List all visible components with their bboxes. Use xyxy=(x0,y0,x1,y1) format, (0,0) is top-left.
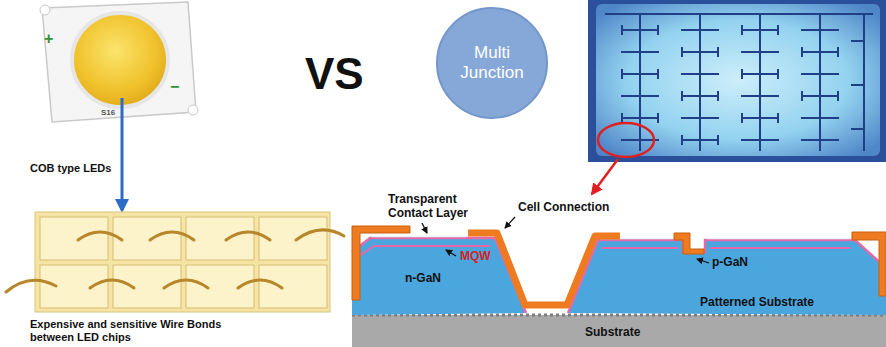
wire-bond xyxy=(6,280,56,292)
led-chip xyxy=(186,265,254,308)
junction-circle: Multi Junction xyxy=(435,6,549,120)
cell-interconnect xyxy=(468,233,620,305)
wire-bond xyxy=(164,280,208,288)
node-text-wrap: Multi Junction xyxy=(435,6,549,120)
pointer-arrow xyxy=(121,98,124,210)
electrode-line xyxy=(606,13,872,15)
layer-label: Cell Connection xyxy=(518,201,609,215)
layer-label: Patterned Substrate xyxy=(700,296,814,310)
wire-bond xyxy=(238,280,282,288)
electrode-line xyxy=(622,14,658,150)
layer-label: Substrate xyxy=(585,326,640,340)
led-chip xyxy=(40,217,108,260)
electrode-line xyxy=(802,14,838,150)
mqw-layer xyxy=(602,247,850,249)
metal-contact xyxy=(674,233,704,254)
photo-frame xyxy=(588,0,886,162)
layer-label: MQW xyxy=(460,250,491,264)
node-text: Multi Junction xyxy=(450,43,534,84)
leader-arrow xyxy=(505,217,515,228)
metal-contact xyxy=(852,232,886,296)
polarity-mark: − xyxy=(170,78,179,96)
wire-bond xyxy=(90,280,134,288)
wire-bond xyxy=(78,232,122,240)
leader-arrow xyxy=(697,259,709,263)
mounting-notch xyxy=(188,105,198,115)
leader-arrow xyxy=(446,250,456,256)
layer-label: Transparent Contact Layer xyxy=(388,192,478,220)
led-chip xyxy=(259,265,327,308)
chip-board xyxy=(35,212,330,312)
substrate-layer xyxy=(352,315,886,347)
layer-label: p-GaN xyxy=(712,256,748,270)
electrode-line xyxy=(742,14,778,150)
mounting-notch xyxy=(40,5,50,15)
mqw-layer xyxy=(568,240,886,313)
wire-bond xyxy=(226,232,270,240)
circle-shape xyxy=(437,8,547,118)
chip-photo xyxy=(588,0,886,162)
cob-led-package xyxy=(40,2,198,122)
wire-bonds xyxy=(6,230,344,292)
metal-contact xyxy=(352,226,410,300)
led-chip xyxy=(113,217,181,260)
electrode-line xyxy=(682,14,718,150)
led-chip xyxy=(113,265,181,308)
led-chip xyxy=(186,217,254,260)
leader-arrow xyxy=(422,223,427,233)
photo-glow xyxy=(596,4,880,156)
pointer-arrow xyxy=(592,159,618,194)
wire-bond xyxy=(150,232,194,240)
part-code: S16 xyxy=(101,108,115,117)
polarity-mark: + xyxy=(44,30,53,48)
versus-mark: VS xyxy=(305,52,364,96)
layer-label: n-GaN xyxy=(405,272,441,286)
phosphor-disc xyxy=(72,13,168,107)
mesa-n-gan xyxy=(568,240,886,315)
highlight-circle xyxy=(598,123,654,157)
package-body xyxy=(42,2,196,122)
figure-caption: COB type LEDs xyxy=(30,162,111,175)
figure-caption: Expensive and sensitive Wire Bonds betwe… xyxy=(30,318,245,344)
electrode-line xyxy=(852,14,864,150)
electrode-pattern xyxy=(606,14,872,150)
cross-section xyxy=(352,217,886,347)
wire-bond xyxy=(296,230,344,240)
led-chip xyxy=(40,265,108,308)
chip-array xyxy=(6,212,344,312)
